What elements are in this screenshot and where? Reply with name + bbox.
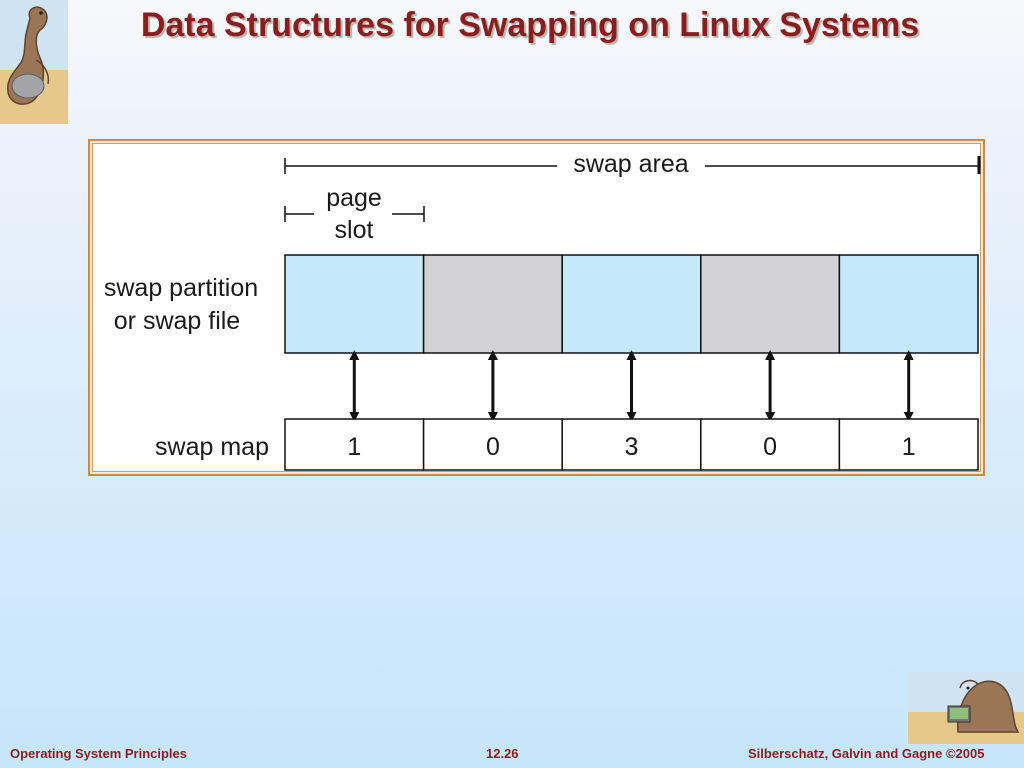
page-slot-1 [284,254,425,354]
dinosaur-logo-bottom [908,672,1024,744]
swap-map-count-2: 0 [486,433,500,461]
swap-partition-label-line2: or swap file [114,307,240,335]
swap-map-cell-2 [422,418,563,471]
swap-map-count-1: 1 [347,433,361,461]
swap-map-cell-4 [700,418,841,471]
swap-slots [284,254,979,354]
page-slot-dimension: page slot [284,184,425,244]
page-slot-5 [838,254,979,354]
slide-title: Data Structures for Swapping on Linux Sy… [140,6,920,44]
swap-area-dimension: swap area [284,150,981,178]
footer-copyright: Silberschatz, Galvin and Gagne ©2005 [748,746,985,761]
page-slot-label-line2: slot [335,216,374,244]
swap-partition-label-line1: swap partition [104,274,258,302]
page-slot-4 [700,254,841,354]
swap-map-count-4: 0 [763,433,777,461]
page-slot-3 [561,254,702,354]
dinosaur-logo-top [0,0,68,124]
swap-map-cell-1 [284,418,425,471]
swap-map-cells: 1 0 3 0 1 [284,418,979,471]
swap-map-label: swap map [155,433,269,461]
swap-map-cell-5 [838,418,979,471]
footer-page-number: 12.26 [486,746,519,761]
page-slot-label-line1: page [326,184,382,212]
swap-map-count-5: 1 [902,433,916,461]
footer-course: Operating System Principles [10,746,188,761]
page-slot-2 [422,254,563,354]
swap-arrows [349,350,914,422]
swap-map-count-3: 3 [625,433,639,461]
swap-area-label: swap area [573,150,688,178]
